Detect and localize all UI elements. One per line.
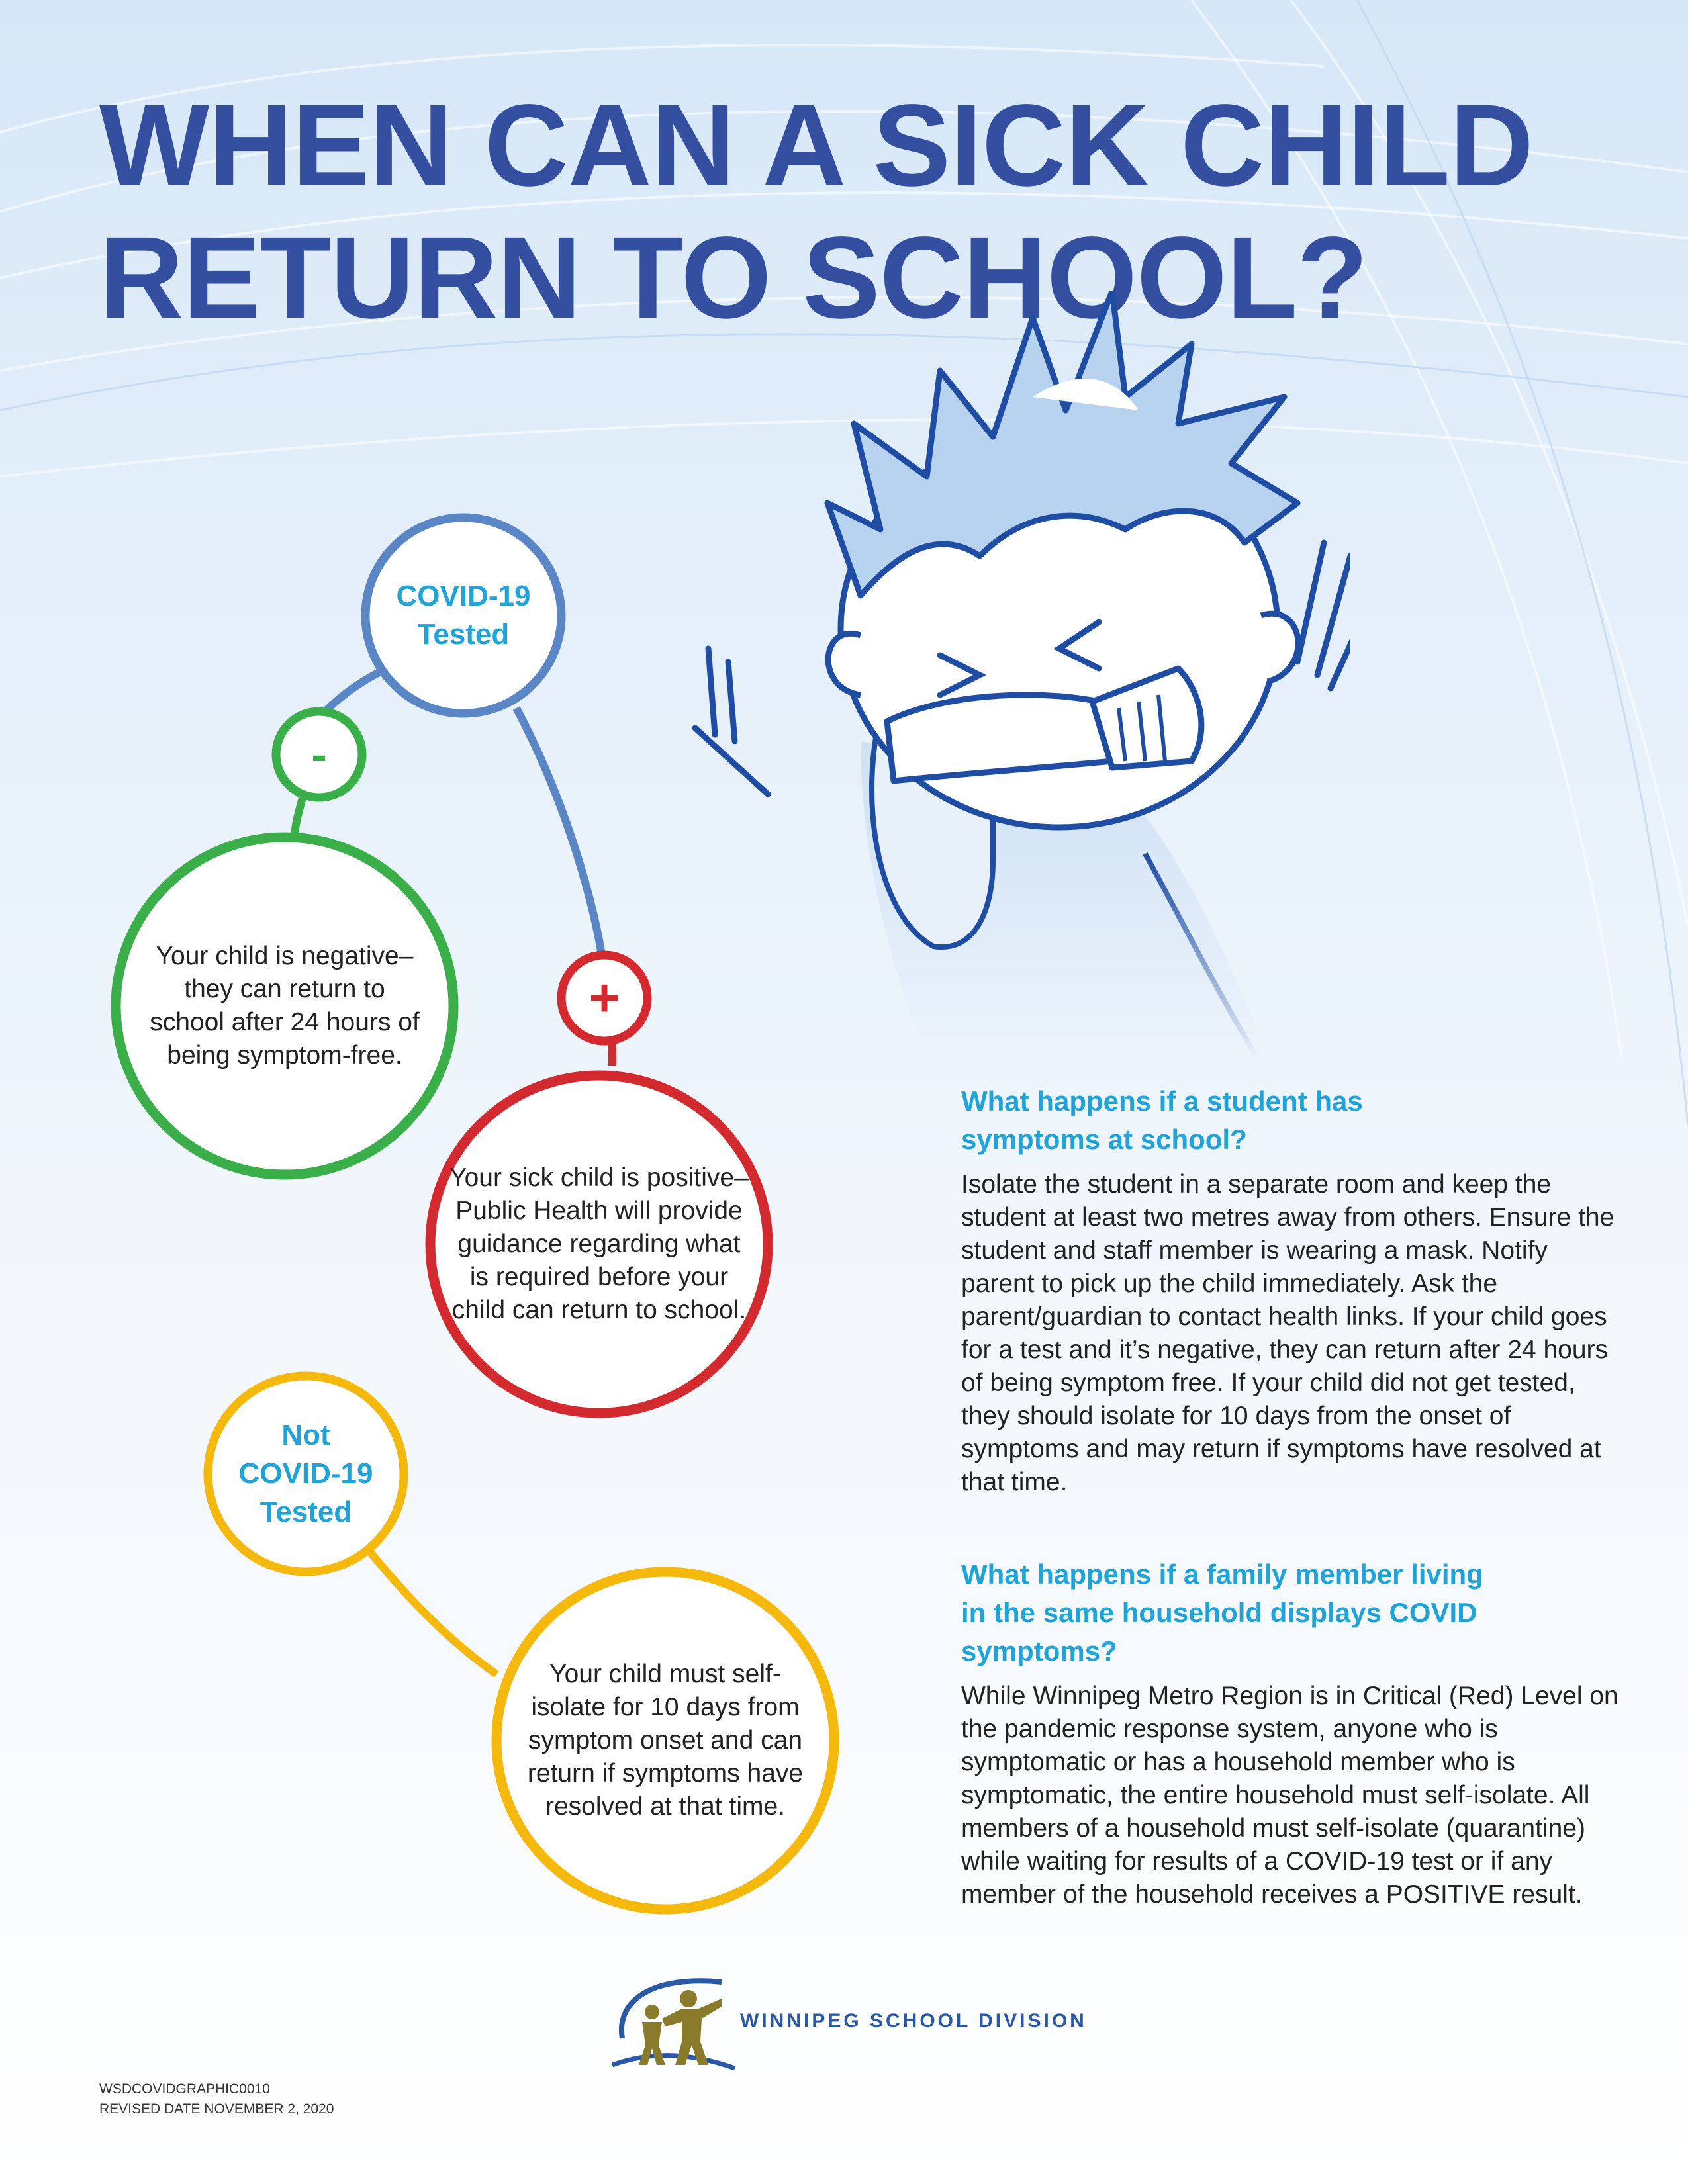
graphic-code: WSDCOVIDGRAPHIC0010 (99, 2081, 270, 2097)
answer-family-symptoms: While Winnipeg Metro Region is in Critic… (961, 1682, 1618, 1909)
answer-student-symptoms: Isolate the student in a separate room a… (961, 1170, 1615, 1496)
negative-result-circle (111, 832, 459, 1180)
tested-label: COVID-19 Tested (396, 580, 531, 651)
sick-boy-coughing-illustration (692, 291, 1350, 1061)
positive-result-text: Your sick child is positive–Public Healt… (449, 1163, 749, 1324)
footer: WSDCOVIDGRAPHIC0010 REVISED DATE NOVEMBE… (99, 2079, 334, 2119)
positive-result-circle (425, 1070, 773, 1418)
positive-sign-circle (557, 950, 652, 1046)
positive-sign: + (588, 968, 620, 1027)
not-tested-label: Not COVID-19 Tested (238, 1419, 373, 1528)
question-student-symptoms: What happens if a student has symptoms a… (961, 1085, 1363, 1155)
info-student-symptoms: What happens if a student has symptoms a… (961, 1082, 1623, 1499)
question-family-symptoms: What happens if a family member living i… (961, 1559, 1483, 1666)
negative-sign: - (311, 729, 327, 780)
page-title: WHEN CAN A SICK CHILD RETURN TO SCHOOL? (99, 79, 1622, 344)
info-family-symptoms: What happens if a family member living i… (961, 1555, 1623, 1911)
negative-sign-circle (271, 707, 367, 802)
negative-result-text: Your child is negative–they can return t… (150, 942, 420, 1069)
not-tested-circle (203, 1371, 408, 1576)
revised-date: REVISED DATE NOVEMBER 2, 2020 (99, 2101, 334, 2116)
title-line-1: WHEN CAN A SICK CHILD (99, 81, 1534, 210)
connector-tested-to-positive (512, 706, 606, 960)
not-tested-result-circle (491, 1567, 839, 1915)
tested-circle (361, 513, 566, 718)
not-tested-result-text: Your child must self-isolate for 10 days… (527, 1660, 804, 1821)
connector-not-tested-to-circle (364, 1546, 499, 1678)
title-line-2: RETURN TO SCHOOL? (99, 213, 1368, 343)
logo-wordmark: WINNIPEG SCHOOL DIVISION (740, 2010, 1087, 2032)
winnipeg-school-division-logo (611, 1978, 736, 2071)
